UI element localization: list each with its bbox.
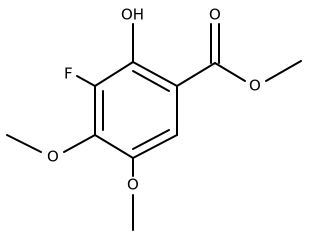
bond-c5-c6	[132, 134, 178, 159]
bond-c4-methoxy-oxygen	[63, 134, 96, 153]
methoxy-oxygen-4-label: O	[47, 148, 59, 166]
inner-bond-c1-c2	[132, 70, 170, 92]
carbonyl-oxygen-label: O	[209, 6, 221, 24]
bond-ester-oxygen-methyl	[265, 60, 302, 82]
bond-c4-c5	[94, 134, 134, 159]
benzene-ring	[94, 61, 178, 159]
structure-diagram: OH F O O O O	[6, 6, 302, 231]
bond-carbonyl-carbon-ester-oxygen	[214, 62, 246, 82]
molecule-drawing: OH F O O O O	[6, 6, 302, 231]
bond-methoxy-oxygen-methyl-4	[6, 134, 42, 153]
ester-oxygen-label: O	[249, 77, 261, 95]
fluoro-label: F	[64, 65, 73, 83]
bond-c1-carbonyl-carbon	[176, 62, 216, 87]
methoxy-oxygen-5-label: O	[127, 176, 139, 194]
bond-c1-c2	[132, 61, 178, 87]
inner-bond-c5-c6	[132, 129, 170, 150]
bond-c3-fluoro	[76, 75, 96, 87]
bond-c2-c3	[94, 61, 134, 87]
hydroxyl-label: OH	[121, 6, 144, 24]
